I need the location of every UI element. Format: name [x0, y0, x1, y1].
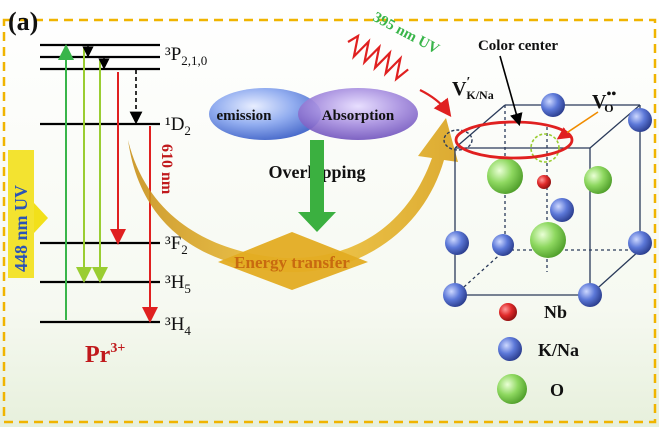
uv-448-arrowhead — [34, 203, 48, 233]
excitation-label: 448 nm UV — [11, 185, 31, 272]
k-na-atom — [628, 231, 652, 255]
o-atom — [487, 158, 523, 194]
nb-atom — [537, 175, 551, 189]
legend-kna-swatch — [498, 337, 522, 361]
energy-transfer-diamond — [218, 232, 368, 290]
label-3p: ³P2,1,0 — [165, 44, 207, 68]
k-vacancy-label: V′K/Na — [452, 75, 494, 102]
label-3f2: ³F2 — [165, 233, 188, 257]
cube-edge-hidden — [454, 249, 506, 296]
overlap-arrow-shaft — [310, 140, 324, 214]
legend-nb-label: Nb — [544, 302, 567, 322]
dashed-frame — [2, 18, 657, 424]
k-na-atom — [550, 198, 574, 222]
color-center-label: Color center — [478, 38, 558, 54]
label-1d2: ¹D2 — [165, 114, 191, 138]
ion-label: Pr3+ — [85, 341, 125, 368]
emission-ellipse-label: emission — [216, 108, 272, 124]
emission-wavelength-label: 610 nm — [158, 144, 175, 195]
k-na-atom — [443, 283, 467, 307]
o-vacancy-arrow — [556, 111, 599, 140]
color-center-arrow — [499, 55, 523, 127]
absorption-ellipse-label: Absorption — [322, 108, 395, 124]
k-na-atom — [628, 108, 652, 132]
o-atom — [584, 166, 612, 194]
uv-448-arrow: 448 nm UV — [8, 150, 48, 278]
energy-transfer-label: Energy transfer — [234, 253, 350, 272]
uv-448-bar — [8, 150, 34, 278]
o-vacancy-label: V••O — [592, 87, 616, 115]
level-labels: ³P2,1,0 ¹D2 ³F2 ³H5 ³H4 — [165, 44, 207, 338]
label-3h4: ³H4 — [165, 314, 191, 338]
k-na-atom — [492, 234, 514, 256]
label-3h5: ³H5 — [165, 272, 191, 296]
k-na-atom — [541, 93, 565, 117]
overlap-arrow-head — [298, 212, 336, 232]
k-vacancy-marker — [443, 129, 473, 151]
o-atom — [530, 222, 566, 258]
k-na-atom — [578, 283, 602, 307]
legend-o-swatch — [497, 374, 527, 404]
atom-legend: Nb K/Na O — [497, 302, 579, 404]
k-na-atom — [445, 231, 469, 255]
uv-395-wave — [347, 33, 409, 82]
legend-kna-label: K/Na — [538, 340, 579, 360]
o-vacancy-marker — [530, 133, 560, 163]
legend-o-label: O — [550, 380, 564, 400]
panel-label: (a) — [8, 7, 38, 36]
uv-395-arrow — [419, 89, 452, 118]
emission-ellipse — [209, 88, 321, 140]
absorption-ellipse — [298, 88, 418, 140]
legend-nb-swatch — [499, 303, 517, 321]
